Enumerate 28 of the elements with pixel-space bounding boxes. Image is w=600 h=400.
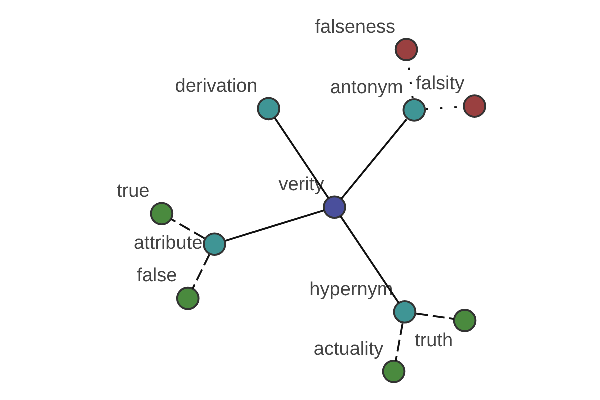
node-label: truth xyxy=(414,330,453,352)
node-circle xyxy=(392,300,416,324)
node-label: falseness xyxy=(314,16,396,38)
connector xyxy=(192,254,210,290)
node-label: falsity xyxy=(415,73,464,94)
node-label: false xyxy=(136,266,177,287)
connector xyxy=(416,312,454,320)
connector xyxy=(224,210,324,242)
node-circle xyxy=(452,309,476,332)
node-circle xyxy=(150,202,174,226)
node-label: hypernym xyxy=(309,279,393,300)
node-circle xyxy=(202,232,226,256)
node-circle xyxy=(382,360,406,384)
node-circle xyxy=(322,196,346,219)
connector xyxy=(394,323,404,362)
node-label: actuality xyxy=(313,338,384,360)
connector xyxy=(339,216,400,304)
node-label: antonym xyxy=(330,77,403,98)
node-label: true xyxy=(116,180,150,202)
node-label: derivation xyxy=(174,76,258,98)
connector xyxy=(170,218,205,240)
node-circle xyxy=(394,38,418,62)
node-circle xyxy=(462,94,486,118)
node-circle xyxy=(176,286,200,310)
node-label: attribute xyxy=(133,232,202,254)
node-circle xyxy=(256,97,280,121)
connector xyxy=(340,118,407,200)
node-circle xyxy=(402,98,426,122)
